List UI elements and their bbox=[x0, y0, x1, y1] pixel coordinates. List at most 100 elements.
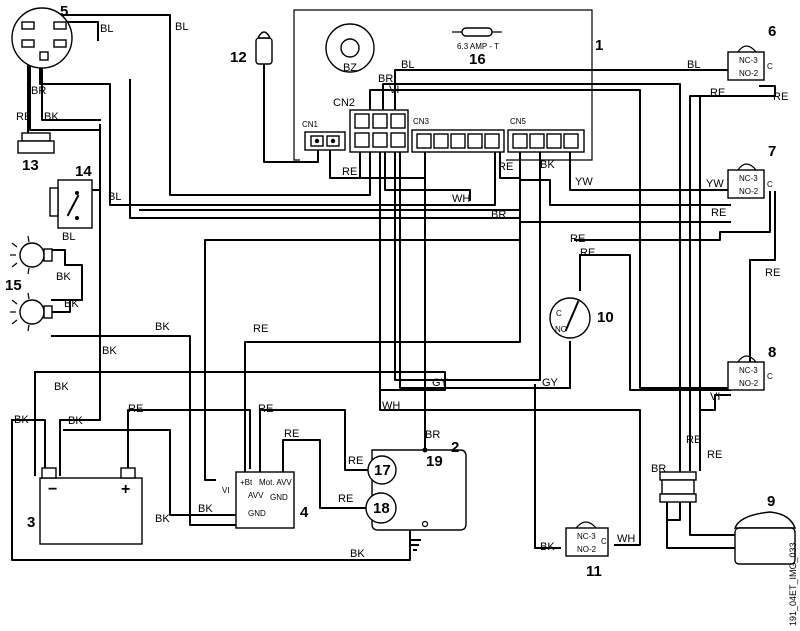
wl-bk-10: BK bbox=[155, 513, 170, 525]
wl-re-14: RE bbox=[348, 455, 363, 467]
wl-bk-4: BK bbox=[64, 298, 79, 310]
switch-10: C NC bbox=[549, 297, 591, 339]
wl-br-1: BR bbox=[31, 85, 46, 97]
relay7-nc3: NC-3 bbox=[739, 174, 758, 183]
wl-vi-2: VI bbox=[222, 486, 230, 495]
wl-re-16: RE bbox=[686, 434, 701, 446]
cn1-label: CN1 bbox=[302, 120, 319, 129]
wl-vi-3: VI bbox=[710, 391, 720, 403]
relay6-nc3: NC-3 bbox=[739, 56, 758, 65]
wires bbox=[11, 14, 776, 561]
switch10-nc: NC bbox=[555, 325, 567, 334]
cn3-label: CN3 bbox=[413, 117, 430, 126]
num-14: 14 bbox=[75, 163, 92, 180]
wl-br-2: BR bbox=[378, 73, 393, 85]
battery-3: − + bbox=[39, 467, 143, 545]
num-7: 7 bbox=[768, 143, 776, 160]
num-10: 10 bbox=[597, 309, 614, 326]
wl-yw-1: YW bbox=[575, 176, 593, 188]
wl-bl-1: BL bbox=[100, 23, 113, 35]
wl-bk-11: BK bbox=[198, 503, 213, 515]
wl-bk-9: BK bbox=[68, 415, 83, 427]
round-connector-5 bbox=[11, 7, 73, 69]
wl-yw-2: YW bbox=[706, 178, 724, 190]
relay6-c: C bbox=[767, 62, 773, 71]
wl-re-12: RE bbox=[258, 403, 273, 415]
image-reference: 191_04ET_IMG_033 bbox=[788, 542, 798, 626]
wl-bk-7: BK bbox=[54, 381, 69, 393]
num-19: 19 bbox=[426, 453, 443, 470]
wl-re-5: RE bbox=[773, 91, 788, 103]
num-12: 12 bbox=[230, 49, 247, 66]
relay8-nc3: NC-3 bbox=[739, 366, 758, 375]
relay11-no2: NO-2 bbox=[577, 545, 597, 554]
wl-re-4: RE bbox=[710, 87, 725, 99]
wl-bk-6: BK bbox=[102, 345, 117, 357]
module-bt: +Bt bbox=[240, 478, 253, 487]
cn5-label: CN5 bbox=[510, 117, 527, 126]
wire-labels: BL BL BL BL BL BL BR BR BR BR BR VI VI V… bbox=[14, 21, 788, 560]
wl-bk-13: BK bbox=[540, 541, 555, 553]
num-15: 15 bbox=[5, 277, 22, 294]
relay-8: NC-3 NO-2 C bbox=[727, 355, 773, 391]
wl-re-17: RE bbox=[707, 449, 722, 461]
wl-bk-8: BK bbox=[14, 414, 29, 426]
wl-re-10: RE bbox=[253, 323, 268, 335]
module-4: +Bt Mot. AVV AVV GND GND bbox=[235, 471, 295, 529]
wl-gy-2: GY bbox=[542, 377, 559, 389]
battery-plus: + bbox=[121, 481, 130, 498]
wl-bk-3: BK bbox=[56, 271, 71, 283]
connector-13 bbox=[17, 132, 55, 154]
horn-9 bbox=[733, 511, 796, 565]
module-motavv: Mot. AVV bbox=[259, 478, 292, 487]
relay-7: NC-3 NO-2 C bbox=[727, 163, 773, 199]
wl-re-7: RE bbox=[570, 233, 585, 245]
wl-br-5: BR bbox=[651, 463, 666, 475]
module-gnd1: GND bbox=[270, 493, 288, 502]
wl-wh-3: WH bbox=[617, 533, 635, 545]
num-11: 11 bbox=[586, 563, 602, 580]
wl-re-6: RE bbox=[711, 207, 726, 219]
num-13: 13 bbox=[22, 157, 39, 174]
num-9: 9 bbox=[767, 493, 775, 510]
wl-bl-3: BL bbox=[401, 59, 414, 71]
num-16: 16 bbox=[469, 51, 486, 68]
fuse-rating: 6.3 AMP - T bbox=[457, 42, 499, 51]
switch-14 bbox=[49, 179, 93, 229]
inline-connector bbox=[659, 471, 697, 503]
wl-vi-1: VI bbox=[389, 84, 399, 96]
wl-re-2: RE bbox=[342, 166, 357, 178]
sensor-12 bbox=[255, 31, 273, 65]
buzzer-label: BZ bbox=[343, 62, 357, 74]
wl-bl-2: BL bbox=[175, 21, 188, 33]
wl-re-15: RE bbox=[338, 493, 353, 505]
wl-bl-5: BL bbox=[108, 191, 121, 203]
cn2-label: CN2 bbox=[333, 97, 355, 109]
num-2: 2 bbox=[451, 439, 459, 456]
relay11-c: C bbox=[601, 537, 607, 546]
num-5: 5 bbox=[60, 3, 68, 20]
wl-bl-6: BL bbox=[62, 231, 75, 243]
component-numbers: 1 2 3 4 5 6 7 8 9 10 11 12 13 14 15 16 1… bbox=[5, 3, 776, 580]
relay7-no2: NO-2 bbox=[739, 187, 759, 196]
num-4: 4 bbox=[300, 504, 309, 521]
battery-minus: − bbox=[48, 481, 57, 498]
wl-re-1: RE bbox=[16, 111, 31, 123]
wl-gy-1: GY bbox=[432, 377, 449, 389]
num-8: 8 bbox=[768, 344, 776, 361]
wl-bk-5: BK bbox=[155, 321, 170, 333]
relay-6: NC-3 NO-2 C bbox=[727, 45, 773, 81]
wl-re-13: RE bbox=[284, 428, 299, 440]
module-avv: AVV bbox=[248, 491, 264, 500]
wl-br-3: BR bbox=[491, 209, 506, 221]
wl-re-3: RE bbox=[498, 161, 513, 173]
wl-re-9: RE bbox=[765, 267, 780, 279]
wl-wh-1: WH bbox=[452, 193, 470, 205]
wl-bk-2: BK bbox=[540, 159, 555, 171]
control-board-1: BZ 6.3 AMP - T CN1 CN2 CN3 CN5 bbox=[293, 9, 593, 161]
switch10-c: C bbox=[556, 309, 562, 318]
relay7-c: C bbox=[767, 180, 773, 189]
relay6-no2: NO-2 bbox=[739, 69, 759, 78]
